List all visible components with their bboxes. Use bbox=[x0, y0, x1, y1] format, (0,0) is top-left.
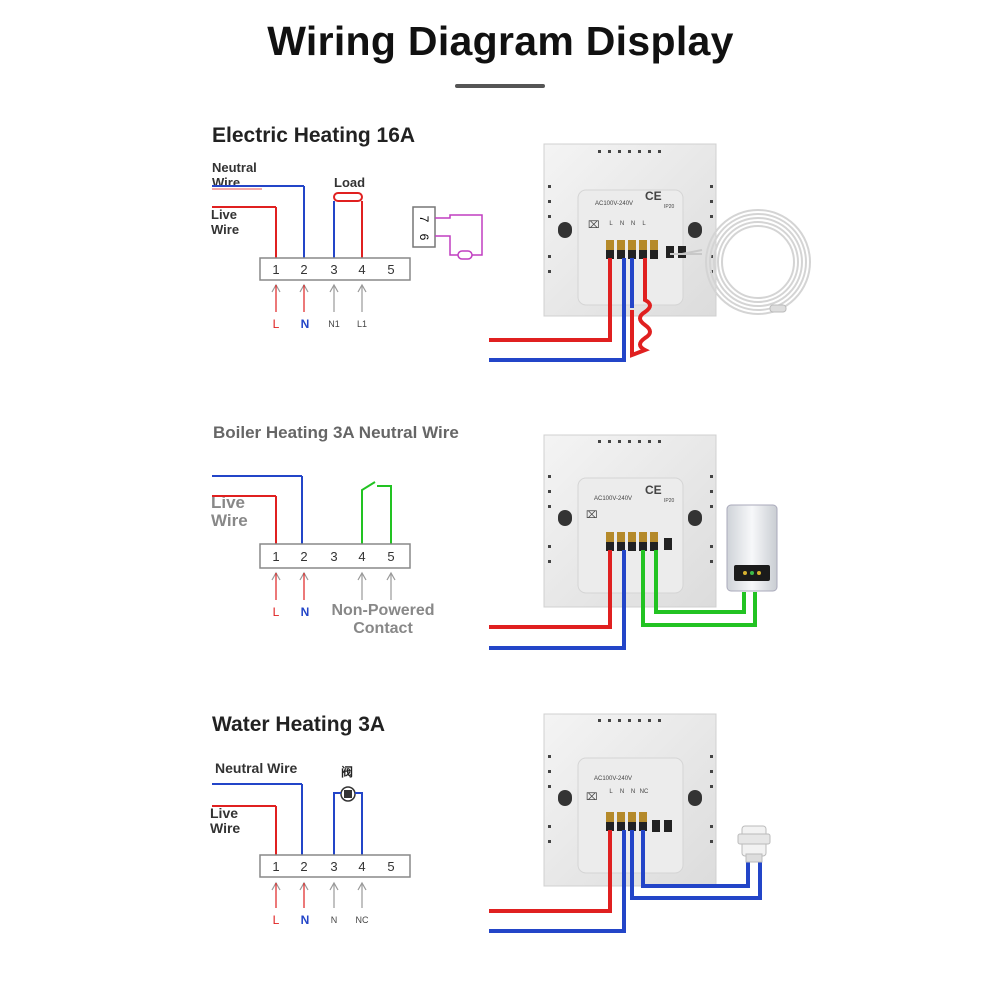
label-L1: L1 bbox=[357, 319, 367, 329]
label-L: L bbox=[273, 605, 280, 619]
voltage-label: AC100V-240V bbox=[594, 496, 632, 502]
label-L: L bbox=[273, 317, 280, 331]
device-pin-N: N bbox=[620, 789, 624, 795]
live-wire-label: Live Wire bbox=[211, 493, 248, 530]
svg-text:⌧: ⌧ bbox=[588, 220, 600, 231]
valve-label: 阀 bbox=[341, 765, 353, 779]
ip-rating: IP20 bbox=[664, 498, 675, 504]
label-N: N bbox=[301, 317, 310, 331]
terminal-1: 1 bbox=[272, 262, 279, 277]
svg-text:⌧: ⌧ bbox=[586, 510, 598, 521]
terminal-5: 5 bbox=[387, 262, 394, 277]
title-underline bbox=[455, 84, 545, 88]
terminal-2: 2 bbox=[300, 859, 307, 874]
sensor-pin-6: 6 bbox=[417, 234, 431, 241]
thermostat-back-water: AC100V-240V ⌧ L N N NC bbox=[489, 713, 771, 933]
non-powered-contact-label: Non-Powered Contact bbox=[331, 602, 435, 637]
label-L: L bbox=[273, 913, 280, 927]
device-pin-N: N bbox=[631, 789, 635, 795]
label-N: N bbox=[301, 605, 310, 619]
neutral-wire-label: Neutral Wire bbox=[215, 760, 298, 776]
thermostat-back-electric: AC100V-240V CE IP20 ⌧ L N N L bbox=[489, 143, 811, 362]
page-title: Wiring Diagram Display bbox=[267, 18, 734, 64]
terminal-3: 3 bbox=[330, 859, 337, 874]
terminal-3: 3 bbox=[330, 549, 337, 564]
device-pin-L: L bbox=[609, 221, 613, 227]
live-wire-label: Live Wire bbox=[211, 207, 240, 237]
label-N: N bbox=[301, 913, 310, 927]
device-pin-NC: NC bbox=[640, 789, 649, 795]
load-label: Load bbox=[334, 175, 366, 190]
thermostat-back-boiler: AC100V-240V CE IP20 ⌧ bbox=[489, 434, 778, 650]
terminal-5: 5 bbox=[387, 859, 394, 874]
ip-rating: IP20 bbox=[664, 204, 675, 210]
section-title-boiler: Boiler Heating 3A Neutral Wire bbox=[213, 423, 459, 442]
device-pin-L: L bbox=[609, 789, 613, 795]
voltage-label: AC100V-240V bbox=[594, 776, 632, 782]
ce-mark: CE bbox=[645, 483, 662, 497]
section-title-electric: Electric Heating 16A bbox=[212, 124, 416, 147]
sensor-pin-7: 7 bbox=[417, 216, 431, 223]
voltage-label: AC100V-240V bbox=[595, 201, 633, 207]
label-NC: NC bbox=[356, 915, 369, 925]
label-N1: N1 bbox=[328, 319, 340, 329]
terminal-4: 4 bbox=[358, 549, 365, 564]
terminal-2: 2 bbox=[300, 262, 307, 277]
terminal-3: 3 bbox=[330, 262, 337, 277]
terminal-1: 1 bbox=[272, 859, 279, 874]
schematic-water: 阀 1 2 3 4 5 L N N NC bbox=[212, 765, 411, 927]
device-pin-N: N bbox=[620, 221, 624, 227]
section-title-water: Water Heating 3A bbox=[212, 713, 386, 736]
label-N: N bbox=[331, 915, 338, 925]
schematic-boiler: 1 2 3 4 5 L N bbox=[212, 475, 411, 619]
terminal-5: 5 bbox=[387, 549, 394, 564]
terminal-1: 1 bbox=[272, 549, 279, 564]
terminal-2: 2 bbox=[300, 549, 307, 564]
ce-mark: CE bbox=[645, 189, 662, 203]
terminal-4: 4 bbox=[358, 262, 365, 277]
live-wire-label: Live Wire bbox=[210, 805, 241, 836]
terminal-4: 4 bbox=[358, 859, 365, 874]
device-pin-L: L bbox=[642, 221, 646, 227]
schematic-electric: 7 6 1 2 3 4 5 L N N1 L1 bbox=[212, 185, 483, 331]
svg-text:⌧: ⌧ bbox=[586, 792, 598, 803]
device-pin-N: N bbox=[631, 221, 635, 227]
